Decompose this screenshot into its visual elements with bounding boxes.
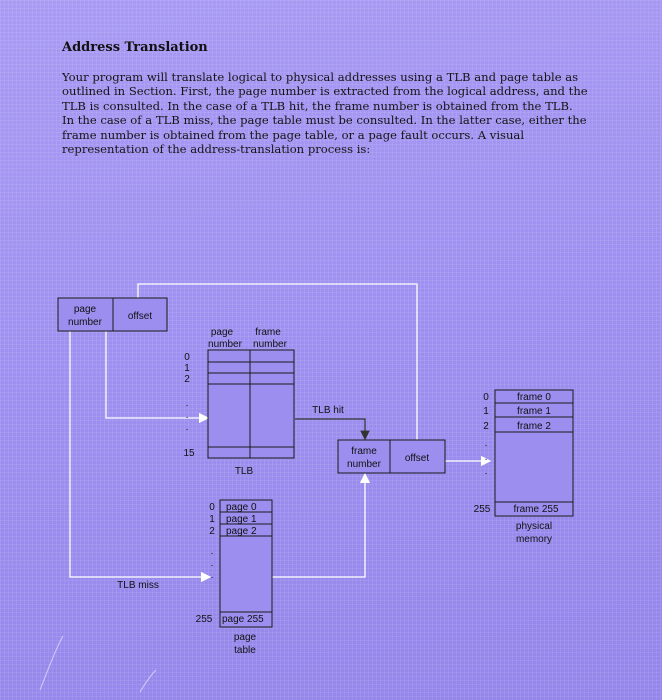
page-table-entry: page 2 bbox=[226, 526, 257, 537]
page-table-entry: page 1 bbox=[226, 514, 257, 525]
physical-address: frame number offset bbox=[337, 439, 446, 474]
memory-index: 1 bbox=[483, 406, 489, 417]
frame-entry: frame 2 bbox=[517, 421, 551, 432]
tlb-header-page: page bbox=[211, 327, 234, 338]
page-table-label: page bbox=[234, 632, 257, 643]
paragraph-line: outlined in Section. First, the page num… bbox=[62, 84, 588, 99]
page-table-index-ellipsis: · bbox=[210, 560, 213, 571]
logical-address: page number offset bbox=[57, 297, 168, 332]
tlb-miss-label: TLB miss bbox=[117, 580, 159, 591]
tlb-hit-label: TLB hit bbox=[312, 405, 344, 416]
page-table-index-ellipsis: · bbox=[210, 572, 213, 583]
page-table-to-frame-line bbox=[270, 472, 371, 578]
memory-index-ellipsis: · bbox=[484, 440, 487, 451]
physical-memory-box bbox=[494, 389, 574, 517]
page-table-index-ellipsis: · bbox=[210, 548, 213, 559]
tlb-index: 15 bbox=[183, 448, 195, 459]
pen-doodle bbox=[39, 635, 157, 693]
tlb-hit-arrow bbox=[295, 418, 370, 441]
memory-index-ellipsis: · bbox=[484, 468, 487, 479]
tlb-label: TLB bbox=[235, 466, 254, 477]
page-number-label: number bbox=[68, 317, 103, 328]
section-paragraph: Your program will translate logical to p… bbox=[62, 70, 602, 156]
tlb: page number frame number 0 1 2 · · · 15 … bbox=[183, 327, 295, 477]
tlb-table bbox=[207, 349, 295, 459]
offset-box bbox=[112, 297, 168, 332]
frame-entry: frame 255 bbox=[513, 504, 558, 515]
offset-label: offset bbox=[128, 311, 152, 322]
tlb-miss-line bbox=[69, 330, 212, 583]
page-table: page 0 page 1 page 2 page 255 0 1 2 · · … bbox=[196, 499, 273, 656]
physical-offset-box bbox=[389, 439, 446, 474]
physical-memory-label: physical bbox=[516, 521, 552, 532]
page-table-entry: page 0 bbox=[226, 502, 257, 513]
memory-index: 255 bbox=[474, 504, 491, 515]
memory-index-ellipsis: · bbox=[484, 454, 487, 465]
tlb-index: 0 bbox=[184, 352, 190, 363]
tlb-header-page: number bbox=[208, 339, 243, 350]
connectors bbox=[69, 283, 492, 583]
tlb-index-ellipsis: · bbox=[185, 412, 188, 423]
frame-number-label: frame bbox=[351, 446, 377, 457]
page-table-label: table bbox=[234, 645, 256, 656]
paragraph-line: In the case of a TLB miss, the page tabl… bbox=[62, 113, 587, 128]
physical-offset-label: offset bbox=[405, 453, 429, 464]
page-table-box bbox=[219, 499, 273, 628]
tlb-index-ellipsis: · bbox=[185, 424, 188, 435]
paragraph-line: TLB is consulted. In the case of a TLB h… bbox=[62, 98, 573, 113]
frame-number-box bbox=[337, 439, 391, 474]
page-table-index: 1 bbox=[209, 514, 215, 525]
physical-memory-label: memory bbox=[516, 534, 552, 545]
tlb-index-ellipsis: · bbox=[185, 400, 188, 411]
paragraph-line: representation of the address-translatio… bbox=[62, 142, 371, 157]
paragraph-line: Your program will translate logical to p… bbox=[62, 70, 579, 84]
paragraph-line: frame number is obtained from the page t… bbox=[62, 127, 525, 142]
page-number-label: page bbox=[74, 304, 97, 315]
section-heading: Address Translation bbox=[62, 40, 208, 55]
tlb-header-frame: number bbox=[253, 339, 288, 350]
memory-index: 0 bbox=[483, 392, 489, 403]
tlb-index: 1 bbox=[184, 363, 190, 374]
memory-index: 2 bbox=[483, 421, 489, 432]
page-table-entry: page 255 bbox=[222, 614, 264, 625]
physical-memory: frame 0 frame 1 frame 2 frame 255 0 1 2 … bbox=[474, 389, 574, 545]
offset-line bbox=[137, 283, 418, 455]
frame-entry: frame 0 bbox=[517, 392, 551, 403]
tlb-header-frame: frame bbox=[255, 327, 281, 338]
frame-entry: frame 1 bbox=[517, 406, 551, 417]
page-table-index: 2 bbox=[209, 526, 215, 537]
frame-number-label: number bbox=[347, 459, 382, 470]
page-number-to-tlb-line bbox=[105, 330, 210, 424]
page-table-index: 0 bbox=[209, 502, 215, 513]
tlb-index: 2 bbox=[184, 374, 190, 385]
page-table-index: 255 bbox=[196, 614, 213, 625]
